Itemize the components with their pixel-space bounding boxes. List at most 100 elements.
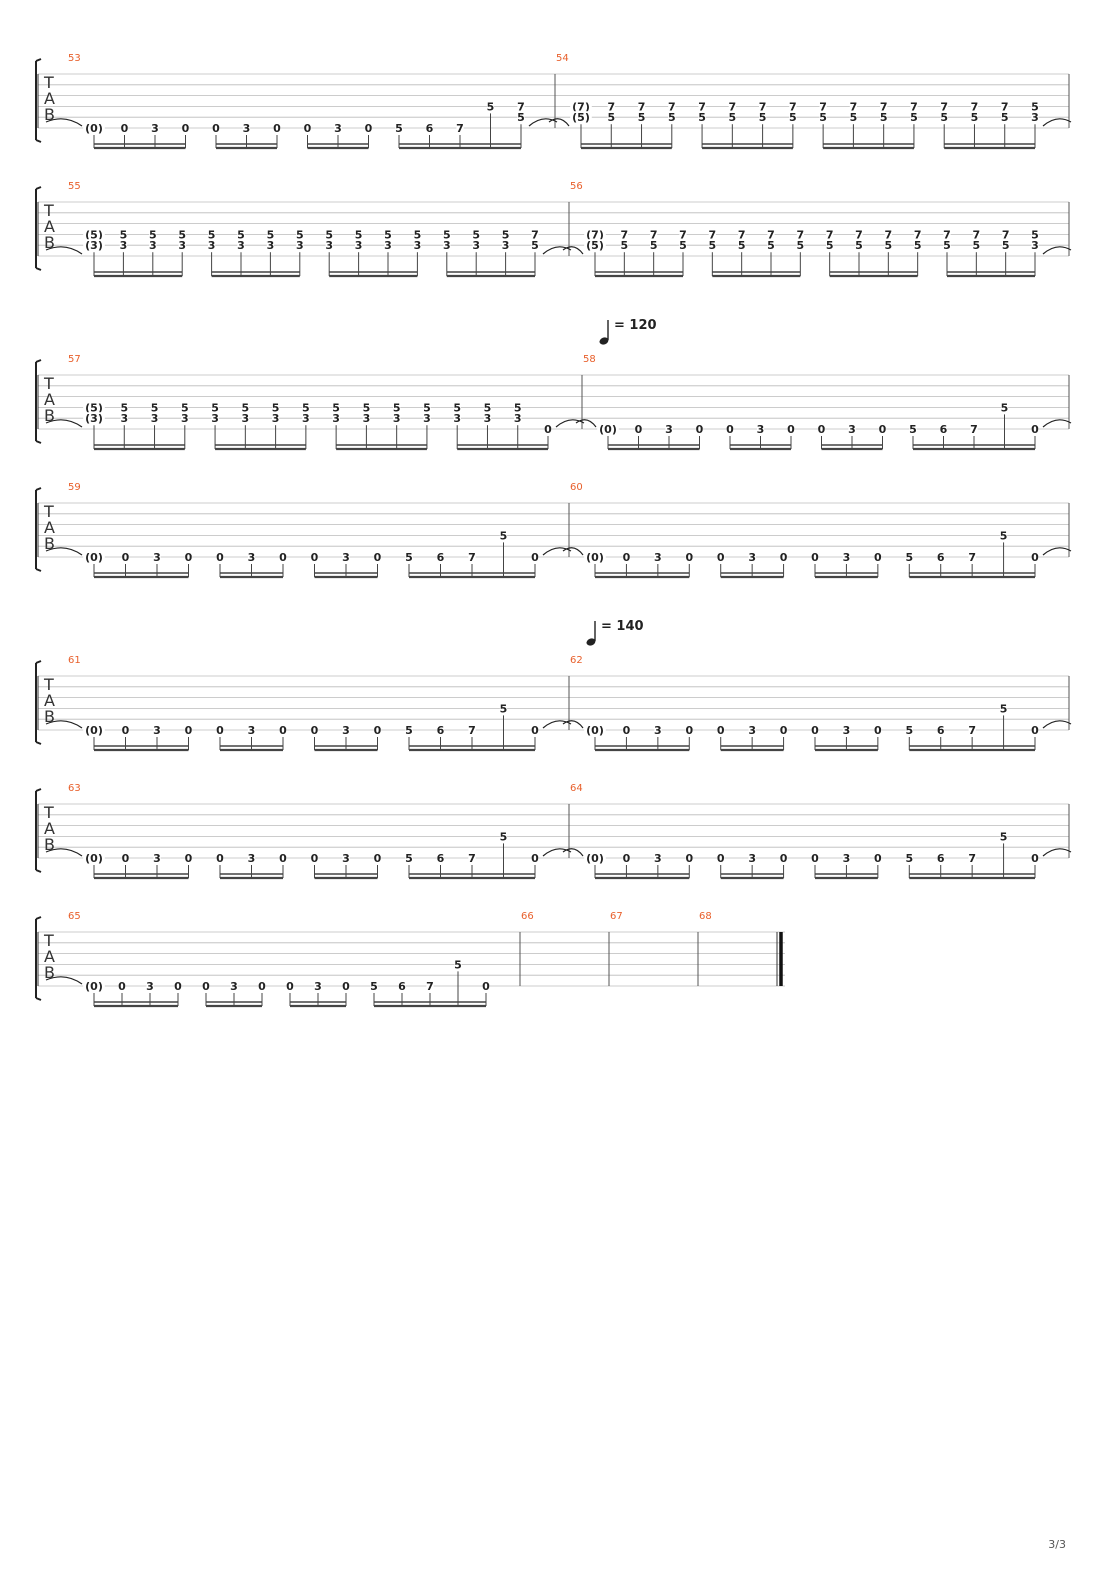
fret-mask [620, 239, 628, 252]
fret-mask [247, 852, 256, 864]
fret-number: 3 [242, 412, 250, 425]
fret-mask [811, 724, 819, 736]
fret-mask [874, 852, 882, 864]
fret-mask [178, 239, 186, 252]
fret-mask [943, 239, 951, 252]
fret-number: 6 [437, 551, 445, 564]
fret-mask [149, 228, 157, 241]
tie-arc [45, 976, 83, 985]
fret-mask [855, 228, 863, 241]
fret-number: 3 [342, 852, 350, 865]
fret-mask [423, 401, 431, 414]
fret-number: 7 [914, 228, 922, 241]
system-bracket [35, 487, 42, 572]
fret-mask [146, 980, 154, 992]
fret-mask [405, 551, 413, 563]
fret-number: 7 [531, 228, 539, 241]
fret-mask [83, 228, 105, 241]
fret-number: 0 [374, 551, 382, 564]
fret-number: 5 [500, 830, 508, 843]
fret-mask [258, 980, 266, 992]
fret-number: 5 [502, 228, 510, 241]
tab-clef-letter: T [43, 374, 54, 393]
fret-number: 3 [757, 423, 765, 436]
fret-mask [499, 529, 508, 542]
fret-mask [1000, 401, 1009, 414]
fret-number: 3 [654, 724, 662, 737]
system-bracket [35, 788, 42, 873]
fret-number: 7 [971, 100, 979, 113]
fret-number: 5 [120, 401, 128, 414]
fret-mask [499, 830, 508, 843]
fret-number: (0) [85, 724, 103, 737]
fret-mask [748, 852, 756, 864]
tab-clef-letter: B [44, 534, 55, 553]
fret-number: 3 [146, 980, 154, 993]
tempo-marking: = 140 [601, 619, 644, 634]
system-bracket [35, 359, 42, 444]
fret-number: 5 [973, 239, 981, 252]
fret-number: (3) [85, 412, 103, 425]
fret-number: 3 [178, 239, 186, 252]
tie-arc [548, 118, 570, 127]
fret-mask [332, 412, 340, 425]
fret-number: 0 [216, 551, 224, 564]
fret-mask [910, 100, 918, 113]
fret-number: 0 [212, 122, 220, 135]
fret-number: 5 [940, 111, 948, 124]
fret-number: 3 [120, 412, 128, 425]
fret-mask [1031, 228, 1039, 241]
fret-mask [443, 239, 451, 252]
fret-number: 0 [185, 551, 193, 564]
fret-mask [310, 852, 319, 864]
fret-mask [685, 852, 693, 864]
fret-mask [787, 423, 795, 435]
fret-mask [943, 228, 951, 241]
fret-number: 3 [120, 239, 128, 252]
tab-clef-letter: B [44, 963, 55, 982]
fret-mask [325, 228, 333, 241]
fret-mask [150, 401, 159, 414]
tie-arc [542, 848, 572, 857]
fret-mask [708, 239, 716, 252]
fret-mask [972, 239, 980, 252]
fret-number: 5 [698, 111, 706, 124]
fret-mask [940, 100, 948, 113]
fret-mask [874, 724, 882, 736]
fret-mask [842, 724, 851, 736]
fret-mask [999, 529, 1008, 542]
fret-mask [119, 239, 127, 252]
fret-number: 6 [437, 724, 445, 737]
fret-mask [83, 239, 105, 252]
fret-mask [939, 423, 948, 435]
fret-number: (5) [85, 228, 103, 241]
fret-number: 5 [1001, 111, 1009, 124]
fret-number: 0 [623, 551, 631, 564]
measure-number: 61 [68, 655, 81, 666]
fret-mask [914, 228, 922, 241]
fret-number: 7 [885, 228, 893, 241]
fret-mask [817, 423, 826, 435]
system-bracket [35, 186, 42, 271]
fret-mask [272, 401, 280, 414]
fret-mask [855, 239, 863, 252]
fret-mask [819, 100, 827, 113]
fret-number: 5 [393, 401, 401, 414]
fret-number: 5 [638, 111, 646, 124]
fret-number: 5 [621, 239, 629, 252]
fret-mask [184, 724, 193, 736]
fret-mask [483, 412, 492, 425]
fret-mask [181, 122, 190, 134]
fret-number: (7) [586, 228, 604, 241]
fret-number: (7) [572, 100, 590, 113]
fret-mask [362, 412, 370, 425]
fret-mask [811, 551, 819, 563]
fret-mask [970, 111, 979, 124]
fret-number: 3 [230, 980, 238, 993]
fret-number: 5 [855, 239, 863, 252]
measure-number: 55 [68, 181, 81, 192]
fret-number: (0) [586, 551, 604, 564]
tab-clef-letter: B [44, 233, 55, 252]
fret-mask [726, 423, 734, 435]
fret-number: 7 [789, 100, 797, 113]
